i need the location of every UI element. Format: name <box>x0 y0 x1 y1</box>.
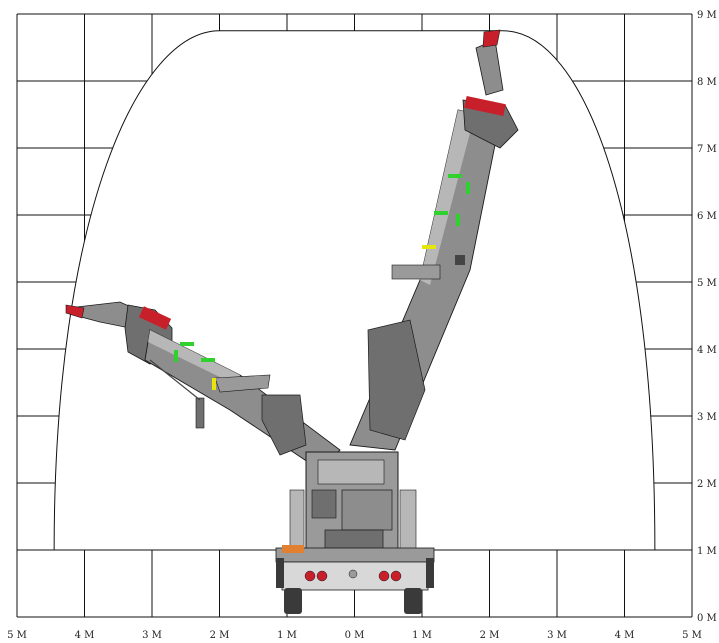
y-tick-label: 4 M <box>697 345 717 356</box>
y-tick-label: 2 M <box>697 479 717 490</box>
x-tick-label: 4 M <box>75 630 95 641</box>
chassis <box>275 545 435 614</box>
y-tick-label: 8 M <box>697 77 717 88</box>
y-tick-label: 0 M <box>697 613 717 624</box>
y-tick-label: 5 M <box>697 278 717 289</box>
machine-body <box>289 451 417 563</box>
x-tick-label: 5 M <box>682 630 702 641</box>
x-tick-label: 4 M <box>615 630 635 641</box>
boom-indicators <box>174 174 470 390</box>
x-axis-ticks: 5 M 4 M 3 M 2 M 1 M 0 M 1 M 2 M 3 M 4 M 5 M <box>7 630 702 641</box>
x-tick-label: 2 M <box>480 630 500 641</box>
right-boom <box>349 29 519 451</box>
working-envelope <box>53 30 656 551</box>
x-tick-label: 3 M <box>142 630 162 641</box>
left-boom <box>65 301 341 471</box>
y-tick-label: 9 M <box>697 10 717 21</box>
x-tick-label: 5 M <box>7 630 27 641</box>
x-tick-label: 1 M <box>412 630 432 641</box>
y-axis-ticks: 9 M 8 M 7 M 6 M 5 M 4 M 3 M 2 M 1 M 0 M <box>697 10 717 624</box>
x-tick-label: 1 M <box>277 630 297 641</box>
crane-machine <box>65 29 519 614</box>
x-tick-label: 3 M <box>547 630 567 641</box>
y-tick-label: 1 M <box>697 546 717 557</box>
y-tick-label: 7 M <box>697 144 717 155</box>
x-tick-label: 2 M <box>210 630 230 641</box>
y-tick-label: 3 M <box>697 412 717 423</box>
x-tick-label: 0 M <box>345 630 365 641</box>
y-tick-label: 6 M <box>697 211 717 222</box>
